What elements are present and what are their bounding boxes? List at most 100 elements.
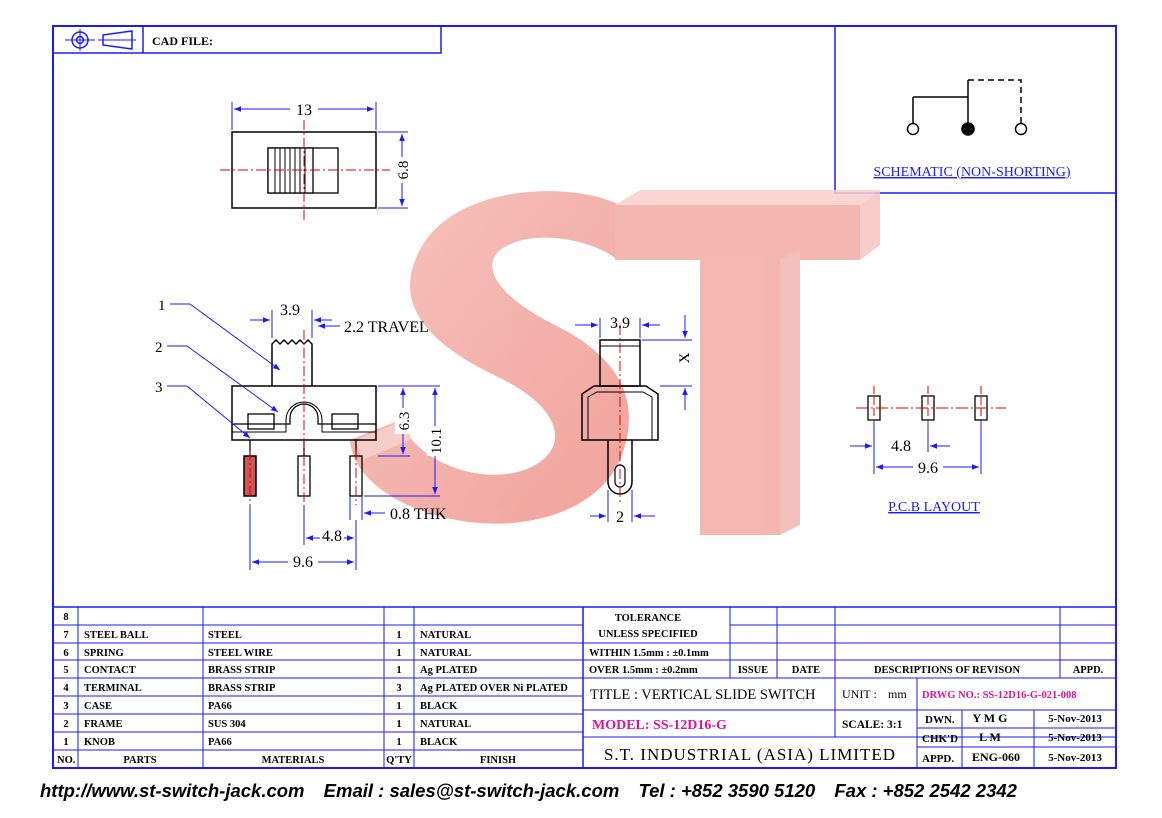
top-width-dim: 13 xyxy=(296,102,312,119)
header-finish: FINISH xyxy=(480,755,516,766)
bom-material: BRASS STRIP xyxy=(208,665,276,676)
projection-symbol-icon xyxy=(65,29,136,51)
fax: Fax : +852 2542 2342 xyxy=(834,780,1017,801)
bom-material: BRASS STRIP xyxy=(208,683,276,694)
contact-footer: http://www.st-switch-jack.com Email : sa… xyxy=(40,780,1140,802)
front-view: 1 2 3 3.9 2.2 TRAVEL 6.3 10.1 0.8 THK xyxy=(155,298,447,571)
email-link[interactable]: Email : sales@st-switch-jack.com xyxy=(323,780,620,801)
callout-2: 2 xyxy=(155,340,163,356)
bom-no: 1 xyxy=(63,737,68,748)
callout-1: 1 xyxy=(158,298,166,314)
bom-material: STEEL xyxy=(208,630,242,641)
side-pin-width-dim: 2 xyxy=(616,509,624,526)
appd-code: ENG-060 xyxy=(972,750,1020,764)
bom-no: 6 xyxy=(63,648,68,659)
tolerance-block: TOLERANCE UNLESS SPECIFIED WITHIN 1.5mm … xyxy=(589,613,1104,676)
bom-qty: 3 xyxy=(396,683,401,694)
header-no: NO. xyxy=(57,755,76,766)
header-materials: MATERIALS xyxy=(262,755,325,766)
bom-finish: BLACK xyxy=(420,737,458,748)
rev-desc-header: DESCRIPTIONS OF REVISON xyxy=(874,665,1020,676)
front-pitch-dim: 4.8 xyxy=(322,528,342,545)
company-name: S.T. INDUSTRIAL (ASIA) LIMITED xyxy=(604,745,896,764)
pcb-layout-title: P.C.B LAYOUT xyxy=(888,500,980,515)
side-knob-width-dim: 3.9 xyxy=(610,315,630,332)
chkd-label: CHK'D xyxy=(922,733,958,745)
bom-finish: NATURAL xyxy=(420,648,471,659)
model-number: MODEL: SS-12D16-G xyxy=(592,718,727,733)
bom-qty: 1 xyxy=(396,737,401,748)
bom-no: 4 xyxy=(63,683,69,694)
bom-no: 3 xyxy=(63,701,68,712)
tolerance-title: TOLERANCE xyxy=(615,613,681,624)
bom-qty: 1 xyxy=(396,630,401,641)
bom-no: 2 xyxy=(63,719,68,730)
watermark-text: ST xyxy=(0,0,2,1)
cad-file-header: CAD FILE: xyxy=(52,25,442,54)
side-view: 3.9 X 2 xyxy=(575,315,693,526)
unit-label: UNIT : xyxy=(842,687,877,701)
bom-qty: 1 xyxy=(396,719,401,730)
bom-material: PA66 xyxy=(208,737,232,748)
bom-qty: 1 xyxy=(396,648,401,659)
bom-finish: Ag PLATED xyxy=(420,665,478,676)
website-link[interactable]: http://www.st-switch-jack.com xyxy=(40,780,305,801)
title-block: TITLE : VERTICAL SLIDE SWITCH UNIT : mm … xyxy=(590,687,1102,765)
dwn-date: 5-Nov-2013 xyxy=(1048,713,1102,725)
sheet-border xyxy=(52,25,1117,769)
bom-no: 5 xyxy=(63,665,68,676)
bom-part: KNOB xyxy=(84,737,115,748)
bom-part: STEEL BALL xyxy=(84,630,149,641)
chkd-initials: L M xyxy=(979,730,1001,744)
top-height-dim: 6.8 xyxy=(396,161,412,180)
travel-dim: 2.2 TRAVEL xyxy=(344,319,429,336)
schematic-title: SCHEMATIC (NON-SHORTING) xyxy=(873,165,1070,180)
bom-no: 7 xyxy=(63,630,68,641)
telephone: Tel : +852 3590 5120 xyxy=(638,780,816,801)
bom-material: SUS 304 xyxy=(208,719,246,730)
tolerance-over: OVER 1.5mm : ±0.2mm xyxy=(589,665,698,676)
rev-appd-header: APPD. xyxy=(1073,665,1104,676)
bom-material: PA66 xyxy=(208,701,232,712)
terminal-open-icon xyxy=(1014,122,1028,136)
chkd-date: 5-Nov-2013 xyxy=(1048,732,1102,744)
terminal-common-icon xyxy=(961,122,975,136)
drawing-number: DRWG NO.: SS-12D16-G-021-008 xyxy=(922,690,1077,701)
front-knob-width-dim: 3.9 xyxy=(280,302,300,319)
drawing-title: TITLE : VERTICAL SLIDE SWITCH xyxy=(590,687,816,703)
bom-part: CONTACT xyxy=(84,665,136,676)
st-watermark-logo: ST xyxy=(0,0,880,535)
header-qty: Q'TY xyxy=(386,755,412,766)
cad-file-label: CAD FILE: xyxy=(152,34,213,48)
pcb-pitch-dim: 4.8 xyxy=(891,438,911,455)
appd-date: 5-Nov-2013 xyxy=(1048,752,1102,764)
bom-finish: BLACK xyxy=(420,701,458,712)
appd-label: APPD. xyxy=(922,753,954,765)
bom-part: SPRING xyxy=(84,648,124,659)
bom-no: 8 xyxy=(63,612,68,623)
bom-table xyxy=(53,606,1116,768)
dwn-label: DWN. xyxy=(925,714,955,726)
tolerance-unless: UNLESS SPECIFIED xyxy=(598,629,698,640)
front-span-dim: 9.6 xyxy=(293,554,313,571)
terminal-open-icon xyxy=(906,122,920,136)
dwn-initials: Y M G xyxy=(973,711,1008,725)
top-view: 13 6.8 xyxy=(220,99,412,220)
bom-material: STEEL WIRE xyxy=(208,648,273,659)
rev-issue-header: ISSUE xyxy=(738,665,768,676)
callout-3: 3 xyxy=(155,380,163,396)
tolerance-within: WITHIN 1.5mm : ±0.1mm xyxy=(589,648,709,659)
bom-qty: 1 xyxy=(396,701,401,712)
bom-part: FRAME xyxy=(84,719,123,730)
bom-finish: NATURAL xyxy=(420,630,471,641)
total-height-dim: 10.1 xyxy=(429,428,445,454)
bom-finish: NATURAL xyxy=(420,719,471,730)
bom-part: CASE xyxy=(84,701,112,712)
thickness-dim: 0.8 THK xyxy=(390,506,447,523)
pcb-layout: 4.8 9.6 P.C.B LAYOUT xyxy=(850,386,1006,515)
scale: SCALE: 3:1 xyxy=(842,719,903,731)
pcb-span-dim: 9.6 xyxy=(918,460,938,477)
rev-date-header: DATE xyxy=(792,665,820,676)
